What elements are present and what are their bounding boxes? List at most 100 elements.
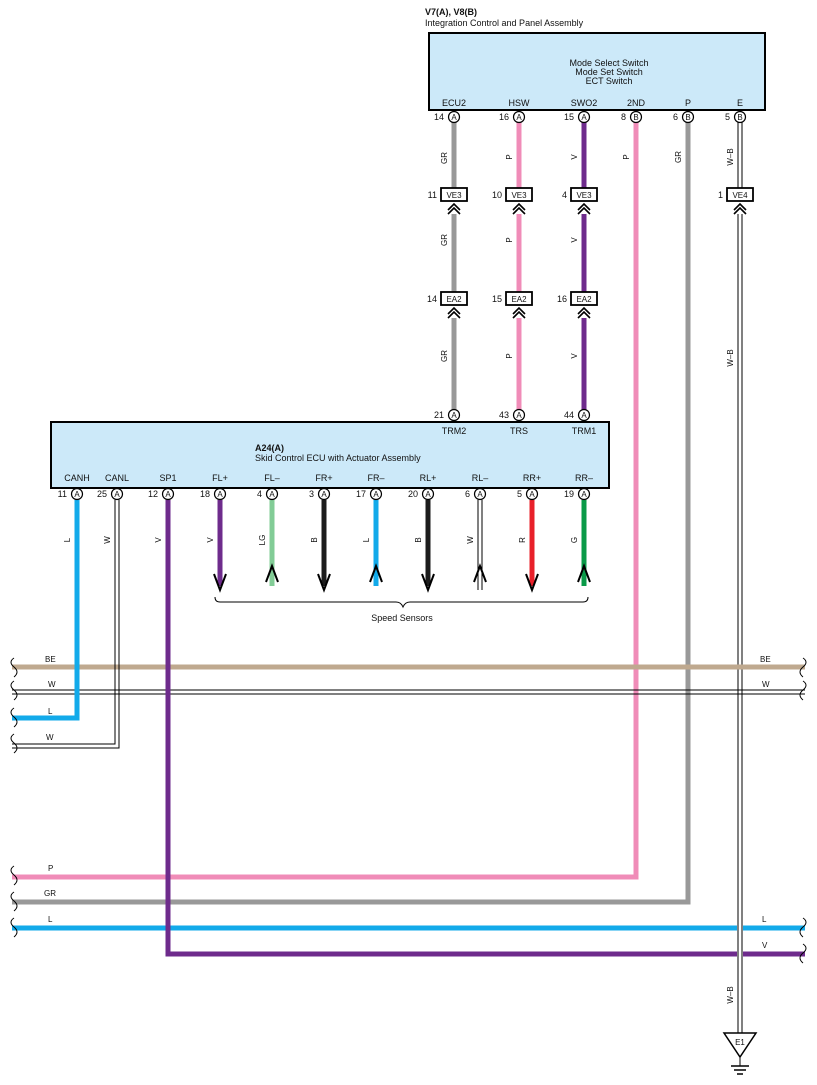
ecu-bottom-wire-label: W xyxy=(466,536,475,544)
connector-num: 16 xyxy=(557,294,567,304)
wire-label-p-low: P xyxy=(505,353,514,358)
ecu-bottom-pin-conn: A xyxy=(477,490,483,499)
ecu-bottom-pins: CANHA11LCANLA25WSP1A12VFL+A18VFL–A4LGFR+… xyxy=(58,473,593,593)
pin-label: TRM1 xyxy=(572,426,597,436)
wire-label-gr-low: GR xyxy=(440,350,449,362)
bus-w-canl-b xyxy=(12,500,120,749)
ecu-bottom-wire-label: B xyxy=(310,537,319,542)
ecu-bottom-wire-label: L xyxy=(362,537,371,542)
wire-label-p-gr: GR xyxy=(674,151,683,163)
ecu-bottom-pin-label: CANL xyxy=(105,473,129,483)
ecu-bottom-pin-circle xyxy=(369,487,383,501)
top-pin-ecu2: A 14 xyxy=(434,110,461,124)
bus-label-left-w2: W xyxy=(46,733,54,742)
speed-sensors-label: Speed Sensors xyxy=(371,613,433,623)
wire-label-p-mid: P xyxy=(505,237,514,242)
ecu-bottom-pin-num: 12 xyxy=(148,489,158,499)
ecu-bottom-pin-label: FR+ xyxy=(315,473,332,483)
ecu-bottom-pin-label: RL+ xyxy=(420,473,437,483)
pin-num: 43 xyxy=(499,410,509,420)
pin-conn: A xyxy=(581,411,587,420)
top-component-box xyxy=(428,32,766,111)
top-pin-conn-p: B xyxy=(685,113,690,122)
ecu-bottom-pin-num: 11 xyxy=(58,489,67,499)
ecu-bottom-pin-conn: A xyxy=(269,490,275,499)
top-pin-conn-swo2: A xyxy=(581,113,587,122)
connector-ea2-p: EA2 15 xyxy=(492,291,533,319)
wire-label-e-top: W–B xyxy=(726,148,735,165)
connector-name: VE3 xyxy=(511,191,527,200)
top-pin-hsw: A 16 xyxy=(499,110,526,124)
connector-ve3-gr: VE3 11 xyxy=(428,187,468,215)
ecu-bottom-wire-label: R xyxy=(518,537,527,543)
ecu-bottom-wire-label: W xyxy=(103,536,112,544)
bus-label-right-be: BE xyxy=(760,655,771,664)
connector-name: VE3 xyxy=(446,191,462,200)
top-pin-num-p: 6 xyxy=(673,112,678,122)
sensor-arrow xyxy=(577,563,591,583)
sensor-arrow xyxy=(369,563,383,583)
pin-label: TRS xyxy=(510,426,528,436)
speed-sensors-bracket xyxy=(214,596,589,609)
ecu-bottom-pin-label: RL– xyxy=(472,473,489,483)
ecu-bottom-pin-circle xyxy=(473,487,487,501)
connector-name: EA2 xyxy=(576,295,592,304)
ecu-bottom-pin-num: 4 xyxy=(257,489,262,499)
sensor-arrow xyxy=(265,563,279,583)
wire-label-e-mid: W–B xyxy=(726,349,735,366)
ecu-name: Skid Control ECU with Actuator Assembly xyxy=(255,453,421,463)
connector-num: 1 xyxy=(718,190,723,200)
sensor-arrow xyxy=(317,573,331,593)
ecu-bottom-pin-conn: A xyxy=(529,490,535,499)
ecu-top-pin-trm1: A 44 TRM1 xyxy=(564,408,597,436)
connector-ea2-gr: EA2 14 xyxy=(427,291,468,319)
ecu-bottom-pin-label: RR– xyxy=(575,473,593,483)
ecu-bottom-pin-circle xyxy=(161,487,175,501)
sensor-arrow xyxy=(473,563,487,583)
bus-label-left-w: W xyxy=(48,680,56,689)
ecu-bottom-wire-label: V xyxy=(206,537,215,543)
wire-p-gr xyxy=(12,122,691,905)
pin-num: 21 xyxy=(434,410,444,420)
wire-label-v-low: V xyxy=(570,353,579,359)
bus-label-right-l: L xyxy=(762,915,767,924)
ecu-bottom-pin-conn: A xyxy=(373,490,379,499)
wire-label-v-mid: V xyxy=(570,237,579,243)
ecu-bottom-pin-num: 17 xyxy=(356,489,366,499)
pin-label: TRM2 xyxy=(442,426,467,436)
connector-num: 14 xyxy=(427,294,437,304)
ecu-bottom-pin-conn: A xyxy=(581,490,587,499)
pin-num: 44 xyxy=(564,410,574,420)
top-pin-swo2: A 15 xyxy=(564,110,591,124)
ecu-bottom-pin-label: FL+ xyxy=(212,473,228,483)
ecu-bottom-wire-label: L xyxy=(63,537,72,542)
top-pin-conn-hsw: A xyxy=(516,113,522,122)
bus-label-left-l: L xyxy=(48,707,53,716)
ecu-bottom-pin-label: FR– xyxy=(367,473,384,483)
ecu-bottom-pin-label: FL– xyxy=(264,473,280,483)
top-pin-num-e: 5 xyxy=(725,112,730,122)
pin-conn: A xyxy=(451,411,457,420)
ecu-bottom-pin-circle xyxy=(525,487,539,501)
ecu-bottom-wire-label: V xyxy=(154,537,163,543)
ecu-bottom-pin-circle xyxy=(213,487,227,501)
ecu-ref: A24(A) xyxy=(255,443,284,453)
ground-e1: E1 xyxy=(722,1032,758,1075)
top-pin-num-ecu2: 14 xyxy=(434,112,444,122)
ecu-top-pin-trs: A 43 TRS xyxy=(499,408,528,436)
bus-label-left-be: BE xyxy=(45,655,56,664)
top-pin-num-hsw: 16 xyxy=(499,112,509,122)
pin-conn: A xyxy=(516,411,522,420)
bus-break-marks xyxy=(10,657,807,964)
top-pin-num-2nd: 8 xyxy=(621,112,626,122)
wire-label-p-top: P xyxy=(505,154,514,159)
ecu-bottom-pin-num: 19 xyxy=(564,489,574,499)
ecu-bottom-pin-label: SP1 xyxy=(159,473,176,483)
ecu-bottom-pin-num: 3 xyxy=(309,489,314,499)
top-inner-line-1: Mode Select Switch xyxy=(569,58,648,68)
sensor-arrow xyxy=(213,573,227,593)
ecu-bottom-pin-num: 5 xyxy=(517,489,522,499)
top-pin-conn-2nd: B xyxy=(633,113,638,122)
ecu-bottom-pin-conn: A xyxy=(114,490,120,499)
connector-name: EA2 xyxy=(446,295,462,304)
